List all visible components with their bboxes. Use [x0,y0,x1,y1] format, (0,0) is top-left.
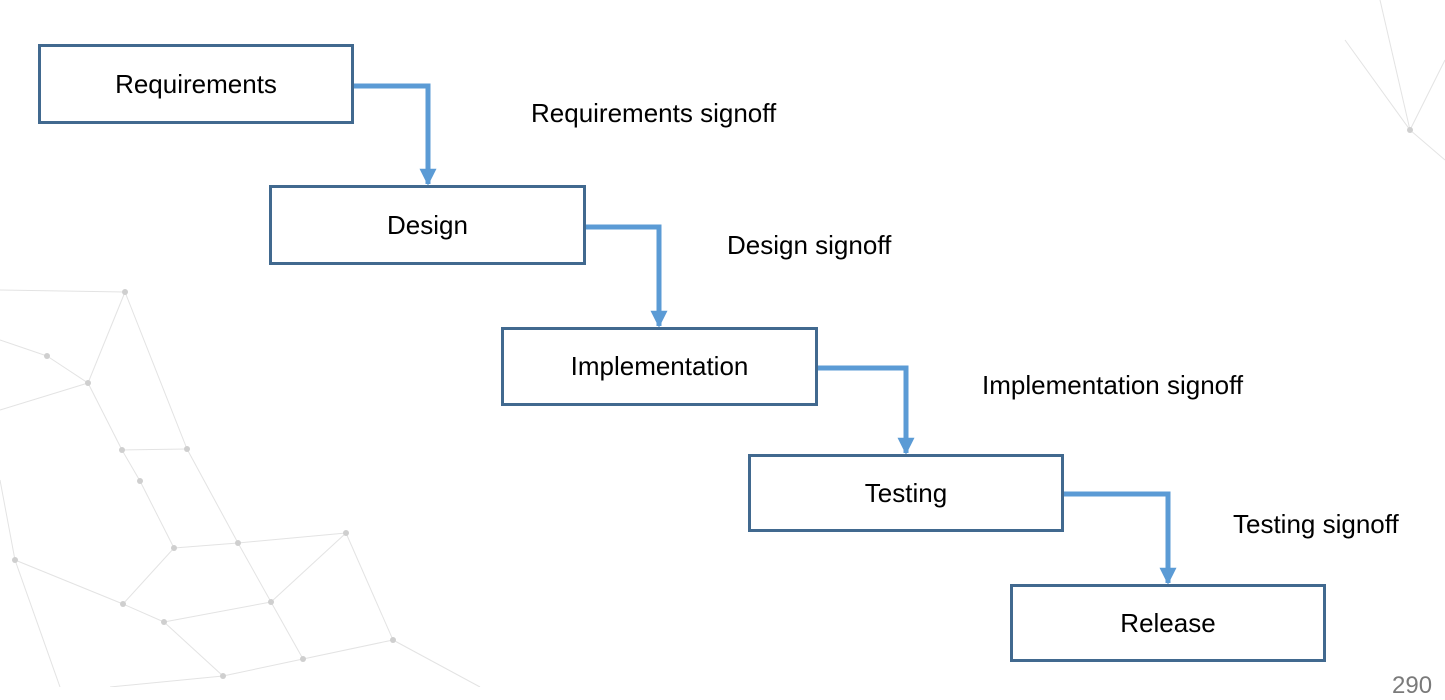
signoff-label-design: Design signoff [727,230,892,260]
signoff-label-requirements: Requirements signoff [531,98,777,128]
stage-label: Design [387,209,468,240]
arrow-design-to-implementation [586,224,668,328]
stage-label: Release [1120,607,1216,638]
arrow-requirements-to-design [354,83,437,186]
arrow-testing-to-release [1064,491,1177,585]
stage-label: Implementation [570,351,749,381]
stage-box-implementation: Implementation [501,327,818,406]
stage-box-testing: Testing [748,454,1064,532]
arrow-implementation-to-testing [818,365,915,455]
stage-box-release: Release [1010,584,1326,662]
stage-box-requirements: Requirements [38,44,354,124]
stage-label: Requirements [115,68,277,99]
stage-label: Testing [864,477,948,508]
page-number: 290 [1392,672,1433,699]
stage-box-design: Design [269,185,586,265]
signoff-label-implementation: Implementation signoff [982,370,1244,400]
signoff-label-testing: Testing signoff [1233,509,1399,539]
